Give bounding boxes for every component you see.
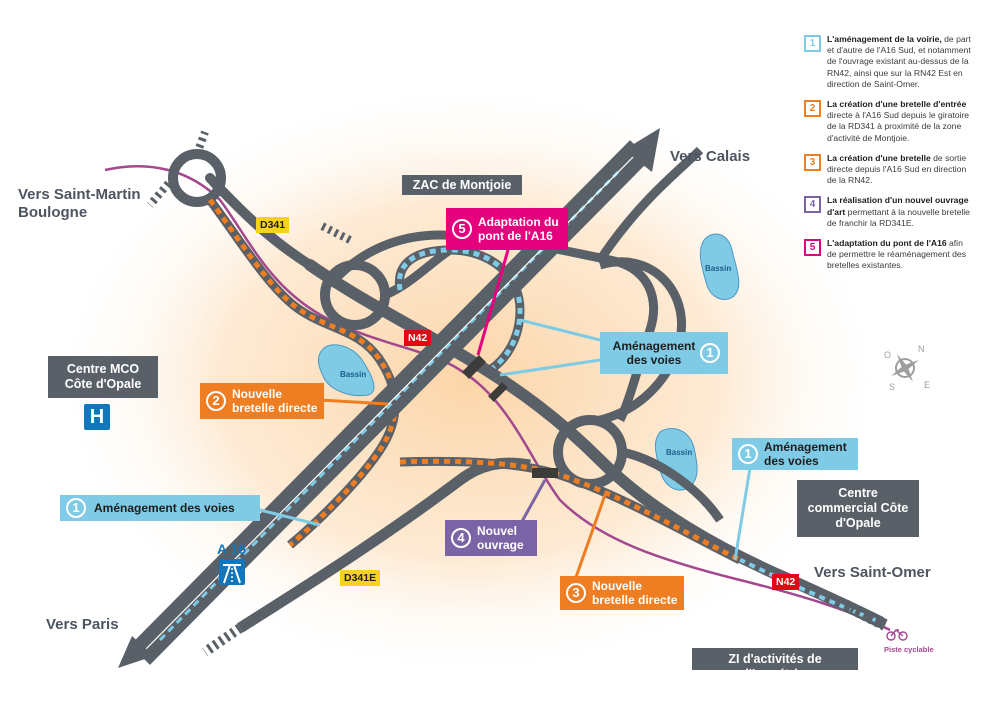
- legend-text: L'adaptation du pont de l'A16 afin de pe…: [827, 238, 967, 271]
- callout-text: Adaptation du pont de l'A16: [478, 215, 559, 243]
- callout-text: Nouvelle bretelle directe: [232, 387, 318, 415]
- direction-calais: Vers Calais: [670, 148, 751, 165]
- legend-number: 4: [804, 196, 821, 214]
- legend-text: La création d'une bretelle d'entrée dire…: [827, 99, 970, 143]
- compass-e: E: [924, 380, 930, 390]
- ramp-loop-blue-dash: [396, 247, 523, 373]
- legend-item-2: 2 La création d'une bretelle d'entrée di…: [804, 99, 974, 144]
- legend-text: La création d'une bretelle de sortie dir…: [827, 152, 967, 186]
- callout-number: 1: [700, 343, 720, 363]
- pointer-3: [573, 494, 607, 581]
- callout-text: Nouvelle bretelle directe: [592, 579, 678, 607]
- callout-nouvel-ouvrage: 4 Nouvel ouvrage: [445, 520, 537, 556]
- compass-icon: [891, 354, 919, 382]
- legend-number: 1: [804, 35, 821, 52]
- bike-icon: [886, 629, 908, 641]
- bassin-label-right: Bassin: [666, 448, 693, 457]
- callout-text: Aménagement des voies: [764, 440, 847, 468]
- place-zac-montjoie: ZAC de Montjoie: [402, 175, 522, 195]
- place-centre-mco: Centre MCO Côte d'Opale: [48, 356, 158, 398]
- callout-number: 1: [738, 444, 758, 464]
- tag-d341: D341: [256, 217, 290, 233]
- place-zi-inquetrie: ZI d'activités de l'Inquétrie: [692, 648, 858, 681]
- a16-label: A 16: [217, 541, 247, 557]
- callout-text: Nouvel ouvrage: [477, 524, 524, 552]
- legend: 1 L'aménagement de la voirie, de part et…: [804, 34, 974, 281]
- bridge: [532, 468, 558, 478]
- callout-number: 5: [452, 219, 472, 239]
- callout-number: 4: [451, 528, 471, 548]
- road-ramp-right: [596, 146, 704, 263]
- hospital-icon: H: [84, 404, 110, 430]
- road-stub: [318, 221, 352, 244]
- bassin-shape-top: [699, 233, 740, 300]
- road-ramp-right: [620, 447, 724, 523]
- callout-text: Aménagement des voies: [612, 339, 696, 367]
- place-centre-commercial: Centre commercial Côte d'Opale: [797, 480, 919, 537]
- callout-amenagement-center: Aménagement des voies 1: [600, 332, 728, 374]
- arrow-paris: [118, 636, 154, 668]
- callout-number: 3: [566, 583, 586, 603]
- compass-s: S: [889, 382, 895, 392]
- bassin-shape-left: [317, 344, 375, 397]
- bretelle-3-dash: [399, 458, 742, 563]
- legend-text: L'aménagement de la voirie, de part et d…: [827, 34, 971, 89]
- bassin-label-top: Bassin: [705, 264, 732, 273]
- compass-o: O: [884, 350, 891, 360]
- legend-number: 3: [804, 153, 821, 171]
- bassin-label-left: Bassin: [340, 370, 367, 379]
- pointer-5: [476, 249, 510, 356]
- legend-text: La réalisation d'un nouvel ouvrage d'art…: [827, 195, 970, 228]
- callout-bretelle-2: 2 Nouvelle bretelle directe: [200, 383, 324, 419]
- legend-item-1: 1 L'aménagement de la voirie, de part et…: [804, 34, 974, 90]
- legend-number: 2: [804, 100, 821, 118]
- pointer-1-right: [733, 467, 752, 561]
- road-stub: [202, 623, 243, 657]
- pointer-1-center: [499, 358, 601, 377]
- pointer-1-left: [259, 508, 321, 527]
- tag-n42-east: N42: [772, 574, 800, 590]
- bridge: [461, 354, 487, 380]
- callout-amenagement-right: 1 Aménagement des voies: [732, 438, 858, 470]
- callout-bretelle-3: 3 Nouvelle bretelle directe: [560, 576, 684, 610]
- callout-number: 1: [66, 498, 86, 518]
- pointer-4: [518, 479, 547, 526]
- road-n42: [304, 259, 886, 628]
- tag-d341e: D341E: [340, 570, 381, 586]
- callout-amenagement-left: 1 Aménagement des voies: [60, 495, 260, 521]
- legend-number: 5: [804, 239, 821, 257]
- road-stub: [146, 175, 177, 208]
- callout-text: Aménagement des voies: [94, 501, 235, 515]
- tag-n42-center: N42: [404, 330, 432, 346]
- legend-item-3: 3 La création d'une bretelle de sortie d…: [804, 153, 974, 187]
- pointer-1-center: [519, 318, 601, 342]
- legend-item-4: 4 La réalisation d'un nouvel ouvrage d'a…: [804, 195, 974, 229]
- direction-saint-omer: Vers Saint-Omer: [814, 564, 931, 581]
- compass-n: N: [918, 344, 925, 354]
- bike-path-label: Piste cyclable: [884, 645, 934, 654]
- bretelle-2-dash: [207, 198, 398, 547]
- legend-item-5: 5 L'adaptation du pont de l'A16 afin de …: [804, 238, 974, 272]
- callout-adaptation-pont: 5 Adaptation du pont de l'A16: [446, 208, 568, 250]
- callout-number: 2: [206, 391, 226, 411]
- direction-paris: Vers Paris: [46, 616, 119, 633]
- arrow-calais: [624, 128, 660, 172]
- pointer-2: [319, 398, 389, 406]
- bridge: [488, 382, 508, 402]
- motorway-icon: [219, 559, 245, 585]
- direction-saint-martin: Vers Saint-Martin Boulogne: [18, 186, 141, 221]
- road-stub-east: [842, 599, 888, 631]
